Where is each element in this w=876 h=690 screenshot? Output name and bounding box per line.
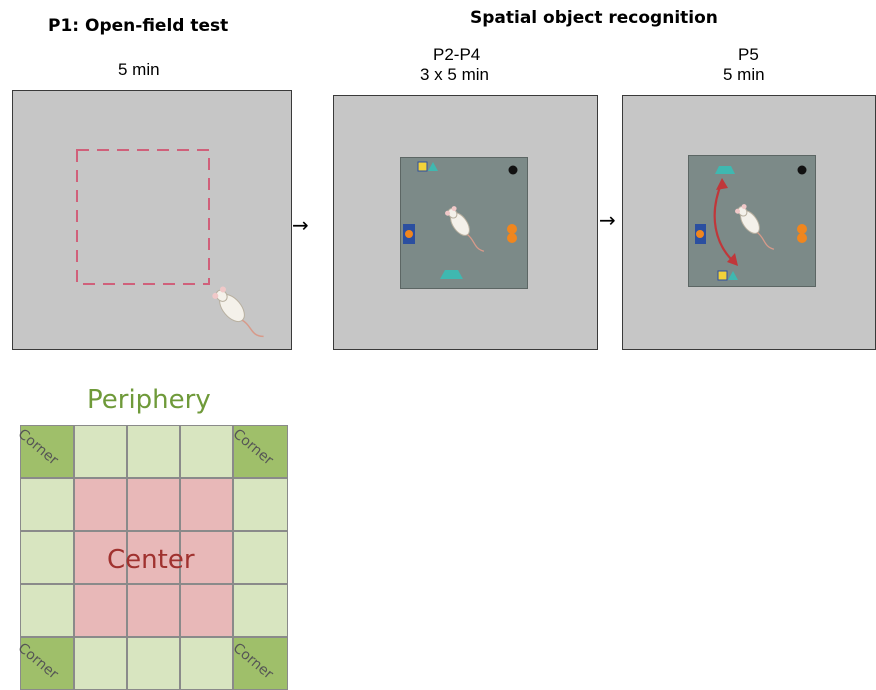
p1-duration: 5 min: [118, 60, 160, 79]
periphery-cell: [74, 637, 127, 690]
square-triangle-object: [417, 161, 428, 172]
spatial-title: Spatial object recognition: [470, 8, 718, 28]
center-cell: [74, 531, 127, 584]
orange-stack-object: [797, 224, 807, 234]
center-cell: [127, 531, 180, 584]
teal-trapezoid-object: [440, 270, 463, 279]
corner-cell: [233, 425, 288, 478]
p5-label: P5: [738, 45, 759, 64]
periphery-cell: [20, 584, 74, 637]
center-cell: [74, 478, 127, 531]
mouse-icon: [212, 286, 264, 338]
mouse-icon: [735, 204, 775, 250]
center-cell: [127, 584, 180, 637]
zone-grid: [20, 425, 288, 690]
periphery-cell: [233, 584, 288, 637]
periphery-cell: [127, 425, 180, 478]
p5-duration: 5 min: [723, 65, 765, 84]
teal-triangle-object: [428, 162, 438, 171]
periphery-cell: [180, 425, 233, 478]
square-triangle-object: [717, 270, 728, 281]
center-cell: [180, 531, 233, 584]
periphery-cell: [74, 425, 127, 478]
black-dot: [797, 165, 807, 175]
mouse-icon: [445, 206, 485, 252]
black-dot: [508, 165, 518, 175]
periphery-label: Periphery: [87, 385, 211, 415]
orange-stack-object: [507, 224, 517, 234]
corner-cell: [233, 637, 288, 690]
corner-cell: [20, 425, 74, 478]
periphery-cell: [180, 637, 233, 690]
center-cell: [74, 584, 127, 637]
periphery-cell: [233, 478, 288, 531]
object-moved-arrow: [713, 181, 736, 264]
p2-inner-arena: [400, 157, 528, 289]
periphery-cell: [20, 478, 74, 531]
p2-duration: 3 x 5 min: [420, 65, 489, 84]
center-cell: [127, 478, 180, 531]
sequence-arrow-2: →: [599, 208, 616, 232]
periphery-cell: [20, 531, 74, 584]
open-field-arena: [12, 90, 292, 350]
teal-triangle-object: [728, 271, 738, 280]
center-cell: [180, 584, 233, 637]
p2-label: P2-P4: [433, 45, 481, 64]
periphery-cell: [233, 531, 288, 584]
periphery-cell: [127, 637, 180, 690]
center-label: Center: [107, 545, 195, 575]
center-zone-dashed-outline: [76, 149, 210, 285]
center-cell: [180, 478, 233, 531]
sequence-arrow-1: →: [292, 213, 309, 237]
p1-title: P1: Open-field test: [48, 16, 229, 36]
teal-trapezoid-object: [715, 166, 735, 174]
